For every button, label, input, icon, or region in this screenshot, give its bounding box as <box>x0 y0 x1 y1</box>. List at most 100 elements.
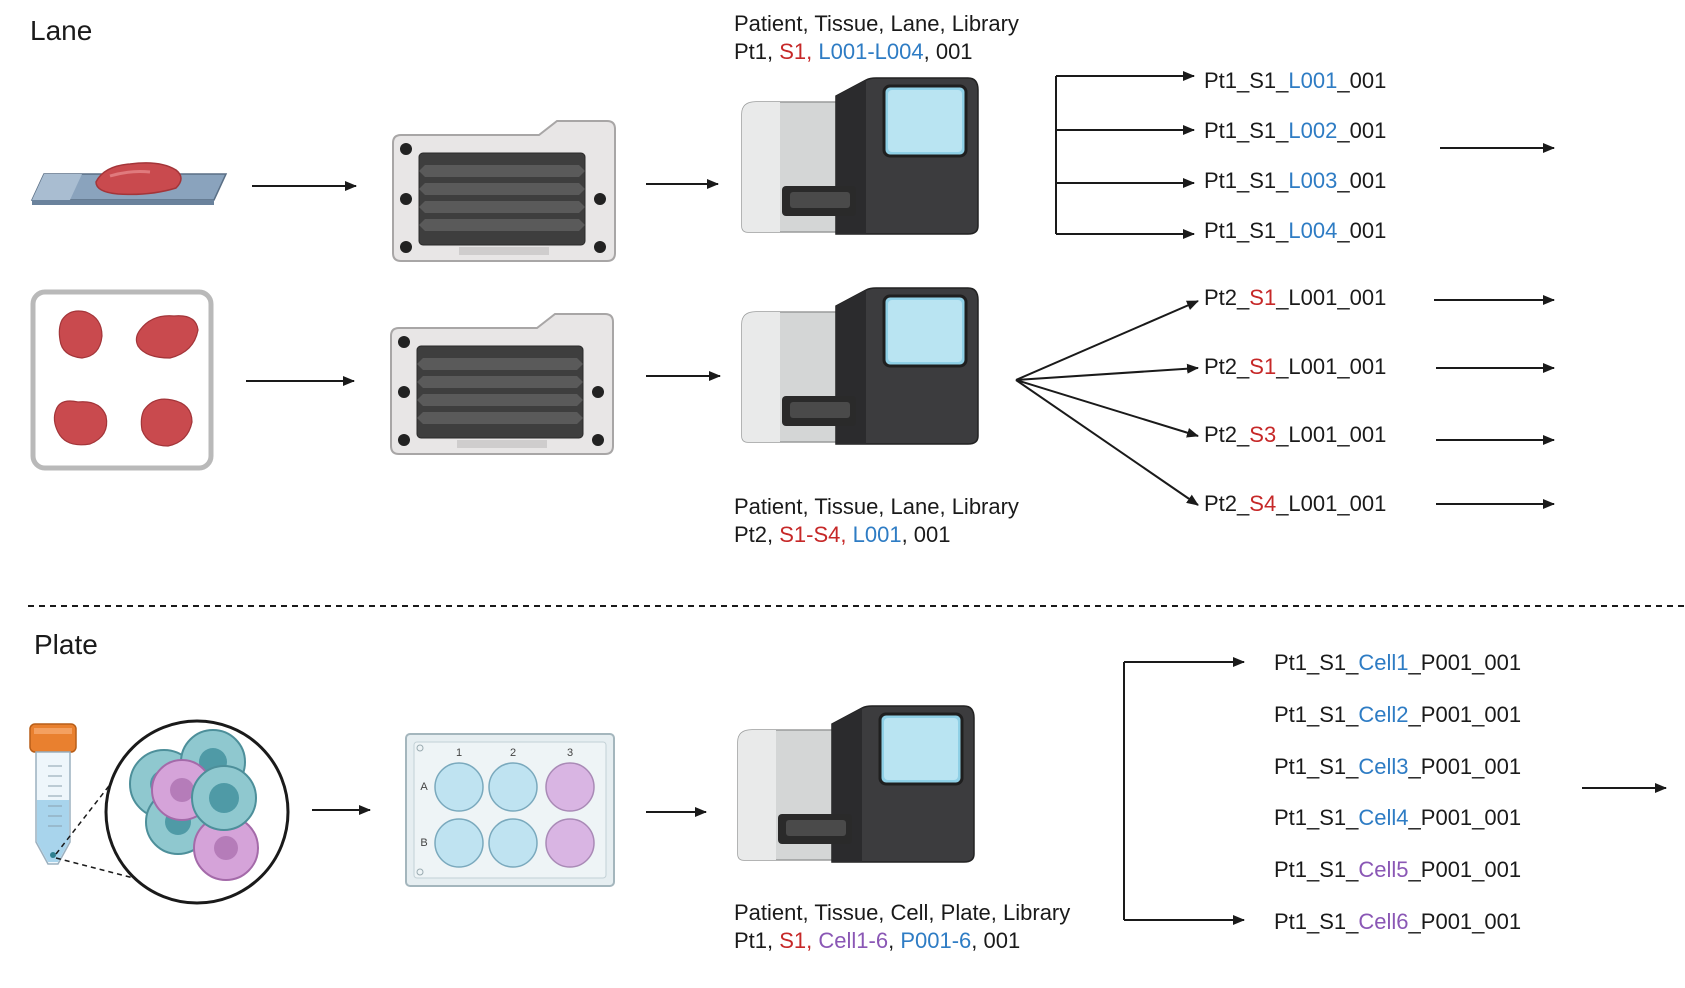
well-col-label-1: 1 <box>456 747 462 759</box>
plate-legend-tissue: S1, <box>779 928 819 953</box>
plate-legend-sep: , <box>888 928 901 953</box>
output-suffix: _L001_001 <box>1276 354 1387 379</box>
lane2-legend-tissue: S1-S4, <box>779 522 853 547</box>
lane2-out-arrow-3 <box>1015 379 1199 438</box>
zoom-line-top <box>55 763 127 855</box>
sequencer-icon <box>740 76 980 236</box>
plate-output-1: Pt1_S1_Cell1_P001_001 <box>1274 650 1521 676</box>
output-prefix: Pt2_ <box>1204 354 1250 379</box>
sequencer-icon <box>736 704 976 864</box>
output-suffix: _P001_001 <box>1408 754 1522 779</box>
output-suffix: _L001_001 <box>1276 285 1387 310</box>
output-suffix: _P001_001 <box>1408 650 1522 675</box>
output-prefix: Pt1_S1_ <box>1274 805 1359 830</box>
lane2-out-arrow-1 <box>1015 300 1199 381</box>
lane2-legend-library: , 001 <box>901 522 951 547</box>
output-suffix: _001 <box>1337 68 1387 93</box>
output-cell: Cell1 <box>1358 650 1409 675</box>
lane2-legend-patient: Pt2, <box>734 522 780 547</box>
output-prefix: Pt1_S1_ <box>1204 118 1289 143</box>
lane1-legend-patient: Pt1, <box>734 39 780 64</box>
well-a3 <box>545 762 595 812</box>
tissue-pieces-tray-icon <box>30 289 214 471</box>
plate-header: Patient, Tissue, Cell, Plate, Library <box>734 900 1071 925</box>
plate-legend-library: , 001 <box>971 928 1021 953</box>
output-tissue: S1 <box>1249 285 1277 310</box>
lane2-output-3: Pt2_S3_L001_001 <box>1204 422 1386 448</box>
output-suffix: _001 <box>1337 218 1387 243</box>
output-suffix: _L001_001 <box>1276 491 1387 516</box>
plate-legend-patient: Pt1, <box>734 928 780 953</box>
lane1-legend-library: , 001 <box>923 39 973 64</box>
lane1-output-2: Pt1_S1_L002_001 <box>1204 118 1386 144</box>
output-prefix: Pt2_ <box>1204 422 1250 447</box>
output-prefix: Pt1_S1_ <box>1274 702 1359 727</box>
lane1-bracket <box>1055 71 1195 239</box>
cell-cluster-icon <box>104 719 290 905</box>
sequencer-icon <box>740 286 980 446</box>
zoom-line-bottom <box>55 857 181 891</box>
plate-output-4: Pt1_S1_Cell4_P001_001 <box>1274 805 1521 831</box>
well-col-label-3: 3 <box>567 747 573 759</box>
output-suffix: _P001_001 <box>1408 805 1522 830</box>
lane1-legend-lane: L001-L004 <box>818 39 924 64</box>
plate-bracket <box>1123 657 1245 925</box>
output-prefix: Pt2_ <box>1204 285 1250 310</box>
lane2-fan <box>1015 300 1199 506</box>
well-b2 <box>488 818 538 868</box>
lane2-legend-lane: L001 <box>852 522 902 547</box>
output-cell: Cell6 <box>1358 909 1409 934</box>
output-prefix: Pt1_S1_ <box>1274 857 1359 882</box>
output-prefix: Pt1_S1_ <box>1274 909 1359 934</box>
plate-output-6: Pt1_S1_Cell6_P001_001 <box>1274 909 1521 935</box>
lane2-output-4: Pt2_S4_L001_001 <box>1204 491 1386 517</box>
lane1-output-4: Pt1_S1_L004_001 <box>1204 218 1386 244</box>
output-lane: L002 <box>1288 118 1338 143</box>
tissue-slide-icon <box>30 162 228 205</box>
well-plate-icon: 1 2 3 A B <box>405 733 615 887</box>
lane1-header: Patient, Tissue, Lane, Library <box>734 11 1019 36</box>
output-cell: Cell3 <box>1358 754 1409 779</box>
output-lane: L001 <box>1288 68 1338 93</box>
plate-output-5: Pt1_S1_Cell5_P001_001 <box>1274 857 1521 883</box>
well-a2 <box>488 762 538 812</box>
output-suffix: _001 <box>1337 168 1387 193</box>
flow-cell-icon <box>392 120 616 262</box>
output-cell: Cell4 <box>1358 805 1409 830</box>
plate-legend-cell: Cell1-6 <box>818 928 889 953</box>
lane1-legend: Pt1, S1, L001-L004, 001 <box>734 39 973 65</box>
plate-legend: Pt1, S1, Cell1-6, P001-6, 001 <box>734 928 1020 954</box>
well-row-label-a: A <box>420 781 428 793</box>
lane2-out-arrow-4 <box>1015 379 1199 506</box>
output-prefix: Pt2_ <box>1204 491 1250 516</box>
output-prefix: Pt1_S1_ <box>1274 754 1359 779</box>
cell-tube-icon <box>29 723 77 865</box>
well-row-label-b: B <box>420 837 427 849</box>
section-title-lane: Lane <box>30 15 93 46</box>
plate-output-3: Pt1_S1_Cell3_P001_001 <box>1274 754 1521 780</box>
lane2-legend: Pt2, S1-S4, L001, 001 <box>734 522 951 548</box>
well-b3 <box>545 818 595 868</box>
output-suffix: _P001_001 <box>1408 702 1522 727</box>
lane1-output-3: Pt1_S1_L003_001 <box>1204 168 1386 194</box>
lane2-out-arrow-2 <box>1015 363 1199 381</box>
output-tissue: S4 <box>1249 491 1277 516</box>
output-lane: L003 <box>1288 168 1338 193</box>
output-suffix: _L001_001 <box>1276 422 1387 447</box>
output-suffix: _001 <box>1337 118 1387 143</box>
flow-cell-icon <box>390 313 614 455</box>
output-prefix: Pt1_S1_ <box>1204 218 1289 243</box>
lane1-legend-tissue: S1, <box>779 39 819 64</box>
output-tissue: S1 <box>1249 354 1277 379</box>
well-b1 <box>434 818 484 868</box>
plate-output-2: Pt1_S1_Cell2_P001_001 <box>1274 702 1521 728</box>
output-suffix: _P001_001 <box>1408 857 1522 882</box>
section-title-plate: Plate <box>34 629 98 660</box>
output-prefix: Pt1_S1_ <box>1204 68 1289 93</box>
output-prefix: Pt1_S1_ <box>1274 650 1359 675</box>
well-a1 <box>434 762 484 812</box>
plate-legend-plate: P001-6 <box>900 928 972 953</box>
output-cell: Cell5 <box>1358 857 1409 882</box>
output-prefix: Pt1_S1_ <box>1204 168 1289 193</box>
